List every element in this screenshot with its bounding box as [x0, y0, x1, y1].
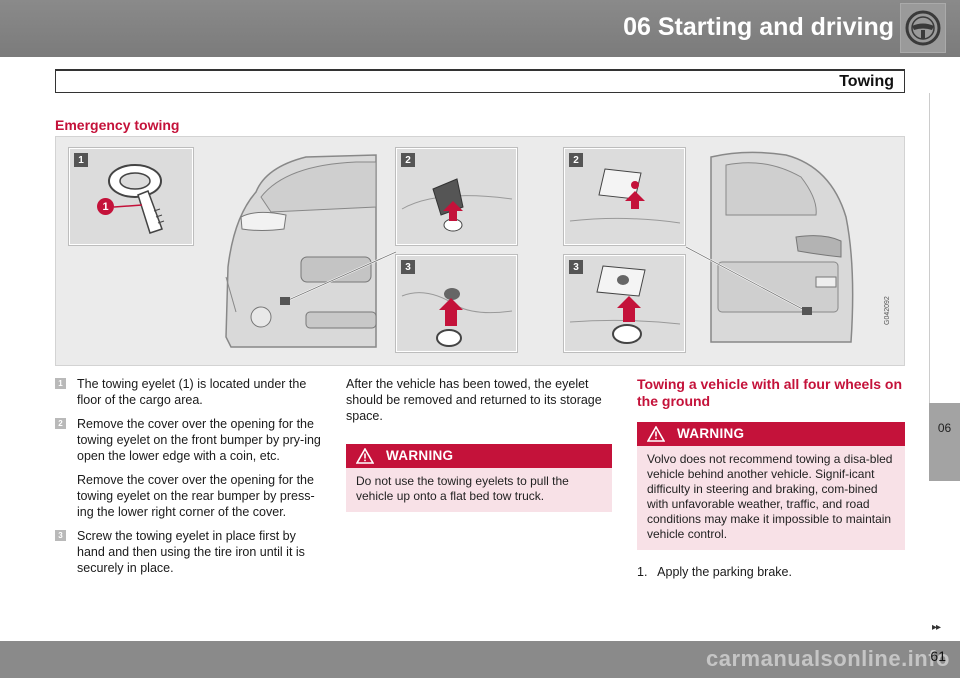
warning-text: Do not use the towing eyelets to pull th… [346, 468, 612, 512]
towing-eyelet-icon [108, 164, 165, 234]
panel-badge: 2 [569, 153, 583, 167]
right-column: Towing a vehicle with all four wheels on… [637, 376, 905, 580]
panel-front-cover: 2 [395, 147, 518, 246]
side-divider [929, 93, 960, 403]
step-3: 3 Screw the towing eyelet in place first… [55, 528, 325, 576]
figure-code: G042092 [884, 296, 891, 325]
warning-header: WARNING [637, 422, 905, 446]
chapter-header-bar [0, 0, 960, 57]
callout-1: 1 [97, 198, 114, 215]
step-number: 3 [55, 530, 66, 541]
after-towing-text: After the vehicle has been towed, the ey… [346, 377, 602, 423]
step-2: 2 Remove the cover over the opening for … [55, 416, 325, 520]
rear-cover-icon [569, 168, 681, 224]
warning-box: WARNING Do not use the towing eyelets to… [346, 444, 612, 512]
section-title: Towing [839, 73, 894, 90]
step-number: 1 [55, 378, 66, 389]
panel-badge: 2 [401, 153, 415, 167]
page-number: 61 [930, 648, 946, 664]
panel-front-eyelet: 3 [395, 254, 518, 353]
panel-rear-eyelet: 3 [563, 254, 686, 353]
step-text: Screw the towing eyelet in place first b… [77, 529, 305, 575]
step-text: Remove the cover over the opening for th… [77, 473, 315, 519]
warning-triangle-icon [647, 426, 665, 442]
panel-rear-cover: 2 [563, 147, 686, 246]
warning-header: WARNING [346, 444, 612, 468]
step-1: 1 The towing eyelet (1) is located under… [55, 376, 325, 408]
step-number: 2 [55, 418, 66, 429]
four-wheels-heading: Towing a vehicle with all four wheels on… [637, 376, 903, 409]
watermark: carmanualsonline.info [706, 646, 950, 671]
towing-illustration: 1 1 2 3 2 [55, 136, 905, 366]
step-text: Remove the cover over the opening for th… [77, 417, 321, 463]
page-heading: Emergency towing [55, 117, 180, 133]
step-text: The towing eyelet (1) is located under t… [77, 377, 307, 407]
panel-badge: 3 [569, 260, 583, 274]
car-illustration [225, 151, 854, 348]
panel-towing-eyelet: 1 1 [68, 147, 194, 246]
panel-badge: 3 [401, 260, 415, 274]
steps-column: 1 The towing eyelet (1) is located under… [55, 376, 325, 584]
warning-triangle-icon [356, 448, 374, 464]
rear-eyelet-icon [569, 265, 681, 344]
front-cover-icon [401, 178, 513, 232]
front-eyelet-icon [401, 288, 513, 347]
warning-text: Volvo does not recommend towing a disa-b… [637, 446, 905, 550]
chapter-title: 06 Starting and driving [623, 13, 894, 41]
panel-badge: 1 [74, 153, 88, 167]
chapter-side-tab: 06 [929, 403, 960, 481]
continue-arrows: ▸▸ [931, 622, 941, 633]
section-bar: Towing [55, 69, 905, 93]
steering-wheel-icon [905, 10, 941, 46]
warning-box: WARNING Volvo does not recommend towing … [637, 422, 905, 550]
chapter-icon-box [900, 3, 946, 53]
warning-title: WARNING [386, 448, 454, 463]
footer-bar [0, 641, 960, 678]
middle-column: After the vehicle has been towed, the ey… [346, 376, 612, 512]
warning-title: WARNING [677, 426, 745, 441]
list-item: 1. Apply the parking brake. [637, 565, 792, 579]
